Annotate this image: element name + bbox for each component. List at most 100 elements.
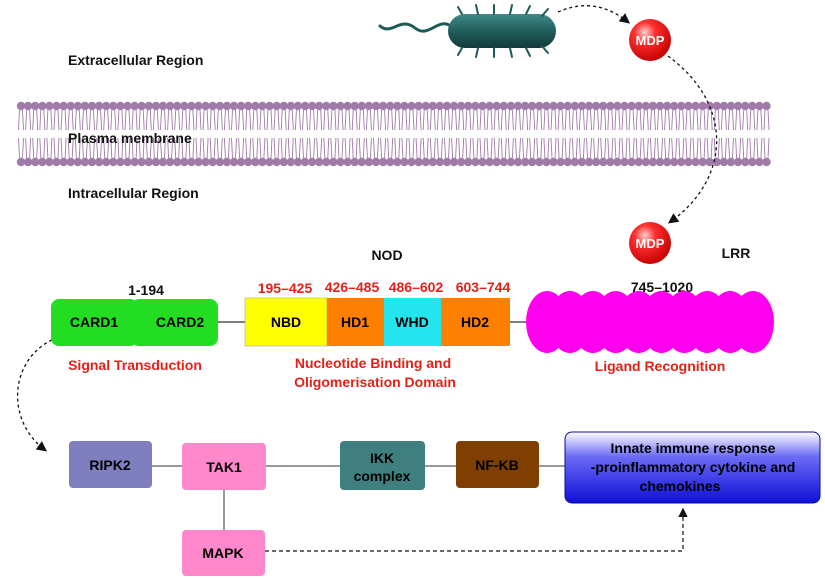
whd-domain: WHD [384,298,441,346]
signal-transduction-caption: Signal Transduction [68,357,202,373]
lipid-tail [692,109,699,131]
lipid-head [471,101,480,111]
lipid-tail [657,109,663,131]
lipid-tail [245,109,252,131]
lipid-head [698,157,707,167]
lipid-tail [720,137,727,159]
card1-domain: CARD1 [51,299,138,346]
ikk-label-line1: IKK [370,450,394,466]
lipid-tail [316,109,323,131]
lipid-tail [571,109,578,131]
lipid-head [726,101,736,111]
lipid-head [435,101,445,111]
lipid-tail [174,137,181,159]
lipid-head [393,157,402,167]
lipid-tail [720,109,727,131]
lipid-tail [387,109,394,131]
lipid-head [733,101,743,111]
lipid-tail [323,137,330,159]
lipid-tail [152,137,159,159]
lipid-head [208,157,217,167]
whd-label: WHD [395,314,428,330]
lipid-tail [351,109,358,131]
lipid-head [748,101,757,111]
lipid-head [705,101,714,111]
lipid-head [265,157,274,167]
lipid-tail [671,137,678,159]
lipid-tail [515,137,521,159]
lipid-tail [60,109,67,131]
lipid-head [350,101,359,111]
lipid-head [137,157,146,167]
lipid-head [648,157,658,167]
lipid-head [229,101,239,111]
lipid-head [662,101,672,111]
lipid-tail [444,137,450,159]
lipid-head [300,157,310,167]
lipid-head [414,157,423,167]
lipid-tail [25,109,32,131]
lipid-tail [586,137,592,159]
lipid-tail [493,137,500,159]
lipid-tail [32,137,39,159]
lipid-tail [67,109,74,131]
lipid-tail [380,137,387,159]
response-line1: Innate immune response [611,440,776,456]
lipid-head [180,101,189,111]
lipid-tail [259,137,266,159]
lipid-head [485,157,494,167]
lipid-head [201,101,210,111]
lipid-head [109,101,118,111]
lipid-head [698,101,707,111]
lipid-head [662,157,672,167]
lipid-tail [358,137,365,159]
lipid-head [513,101,523,111]
lipid-tail [685,109,692,131]
lipid-tail [216,109,223,131]
lipid-tail [401,137,408,159]
lipid-head [307,101,317,111]
lipid-tail [436,109,443,131]
lipid-tail [124,109,131,131]
lipid-tail [110,109,117,131]
lipid-tail [649,109,656,131]
lipid-tail [181,109,188,131]
lipid-head [513,157,523,167]
lipid-head [549,101,558,111]
lipid-tail [600,137,607,159]
lipid-head [244,157,253,167]
lipid-head [755,157,764,167]
lipid-tail [103,137,110,159]
lipid-tail [664,137,671,159]
lipid-tail [302,109,308,131]
lipid-tail [600,109,607,131]
lipid-head [378,101,388,111]
lipid-head [492,101,501,111]
nbd-label: NBD [271,314,301,330]
lipid-head [45,101,54,111]
lipid-tail [536,137,543,159]
lipid-tail [486,137,493,159]
lipid-tail [465,137,472,159]
lipid-tail [614,109,621,131]
card1-label: CARD1 [70,314,118,330]
lipid-tail [628,137,635,159]
mdp-inside-label: MDP [636,236,665,251]
lipid-tail [81,137,88,159]
lipid-head [16,157,26,167]
nucleotide-caption-line2: Oligomerisation Domain [294,374,456,390]
lipid-head [634,157,643,167]
lipid-tail [678,137,685,159]
lipid-head [393,101,402,111]
lipid-tail [635,137,642,159]
lipid-head [165,101,175,111]
lipid-head [293,101,303,111]
lipid-head [535,101,544,111]
lipid-head [570,101,579,111]
lipid-head [641,101,650,111]
lipid-tail [422,109,429,131]
mapk-label: MAPK [202,545,243,561]
lipid-tail [74,137,81,159]
lipid-tail [380,109,387,131]
lipid-head [336,157,345,167]
